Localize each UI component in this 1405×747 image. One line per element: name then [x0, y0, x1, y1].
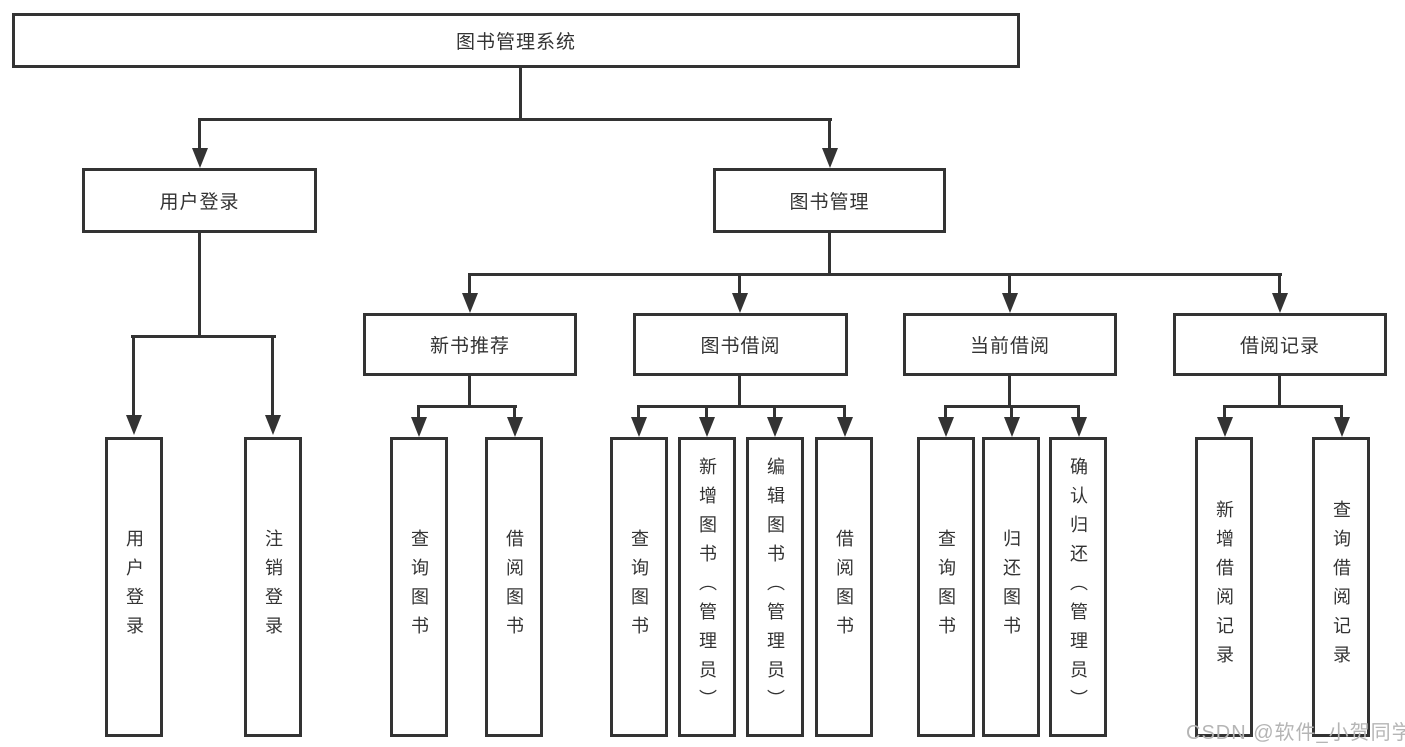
arrow-down-icon [837, 417, 853, 437]
leaf-cb-return-books: 归还图书 [982, 437, 1040, 737]
connector-line [132, 335, 135, 417]
node-book-borrow: 图书借阅 [633, 313, 848, 376]
leaf-bb-borrow-books: 借阅图书 [815, 437, 873, 737]
connector-line [773, 405, 776, 419]
arrow-down-icon [1071, 417, 1087, 437]
node-borrow-records: 借阅记录 [1173, 313, 1387, 376]
connector-line [271, 335, 274, 417]
connector-line [468, 273, 1282, 276]
connector-line [468, 375, 471, 405]
connector-line [1278, 273, 1281, 295]
connector-line [1223, 405, 1343, 408]
arrow-down-icon [1334, 417, 1350, 437]
arrow-down-icon [1002, 293, 1018, 313]
connector-line [131, 335, 276, 338]
node-new-books: 新书推荐 [363, 313, 577, 376]
arrow-down-icon [938, 417, 954, 437]
arrow-down-icon [631, 417, 647, 437]
node-book-mgmt: 图书管理 [713, 168, 946, 233]
connector-line [705, 405, 708, 419]
leaf-nb-borrow-books: 借阅图书 [485, 437, 543, 737]
connector-line [1223, 405, 1226, 419]
node-current-borrow: 当前借阅 [903, 313, 1117, 376]
watermark: CSDN @软件_小贺同学 [1186, 722, 1405, 744]
arrow-down-icon [126, 415, 142, 435]
connector-line [417, 405, 517, 408]
connector-line [198, 118, 201, 150]
connector-line [843, 405, 846, 419]
leaf-cb-confirm-return: 确认归还（管理员） [1049, 437, 1107, 737]
leaf-br-add-record: 新增借阅记录 [1195, 437, 1253, 737]
connector-line [1008, 273, 1011, 295]
connector-line [944, 405, 947, 419]
arrow-down-icon [732, 293, 748, 313]
connector-line [738, 273, 741, 295]
leaf-bb-edit-books-admin: 编辑图书（管理员） [746, 437, 804, 737]
leaf-user-login: 用户登录 [105, 437, 163, 737]
connector-line [417, 405, 420, 419]
leaf-nb-query-books: 查询图书 [390, 437, 448, 737]
connector-line [1278, 375, 1281, 405]
connector-line [198, 118, 832, 121]
arrow-down-icon [1217, 417, 1233, 437]
arrow-down-icon [767, 417, 783, 437]
arrow-down-icon [265, 415, 281, 435]
leaf-bb-query-books: 查询图书 [610, 437, 668, 737]
arrow-down-icon [462, 293, 478, 313]
arrow-down-icon [507, 417, 523, 437]
node-user-login: 用户登录 [82, 168, 317, 233]
leaf-br-query-record: 查询借阅记录 [1312, 437, 1370, 737]
arrow-down-icon [1272, 293, 1288, 313]
leaf-logout: 注销登录 [244, 437, 302, 737]
connector-line [198, 232, 201, 335]
connector-line [1077, 405, 1080, 419]
connector-line [637, 405, 640, 419]
node-library-system: 图书管理系统 [12, 13, 1020, 68]
arrow-down-icon [699, 417, 715, 437]
leaf-bb-add-books-admin: 新增图书（管理员） [678, 437, 736, 737]
arrow-down-icon [822, 148, 838, 168]
leaf-cb-query-books: 查询图书 [917, 437, 975, 737]
connector-line [1340, 405, 1343, 419]
connector-line [828, 118, 831, 150]
connector-line [513, 405, 516, 419]
connector-line [1010, 405, 1013, 419]
connector-line [1008, 375, 1011, 405]
arrow-down-icon [411, 417, 427, 437]
connector-line [519, 66, 522, 118]
connector-line [828, 232, 831, 273]
arrow-down-icon [1004, 417, 1020, 437]
connector-line [468, 273, 471, 295]
connector-line [738, 375, 741, 405]
connector-line [637, 405, 846, 408]
arrow-down-icon [192, 148, 208, 168]
